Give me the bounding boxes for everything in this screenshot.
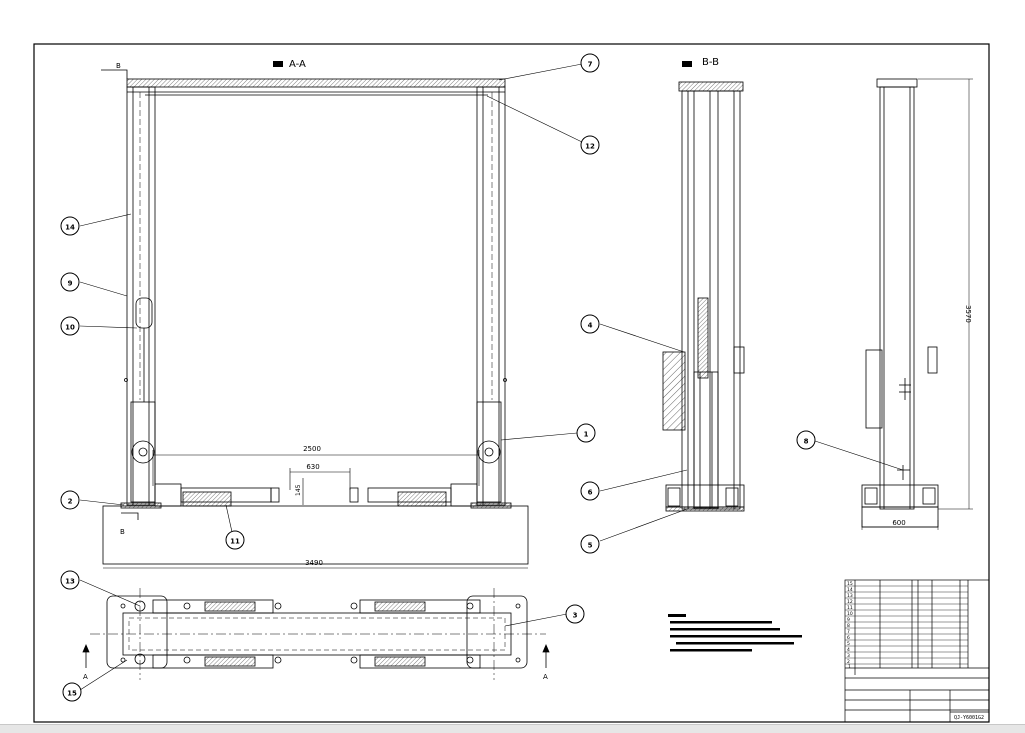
svg-text:11: 11: [847, 605, 853, 611]
svg-text:13: 13: [65, 578, 75, 586]
svg-text:4: 4: [847, 647, 850, 653]
svg-text:2: 2: [68, 498, 73, 506]
svg-text:15: 15: [67, 690, 77, 698]
balloon-6: 6: [580, 481, 600, 501]
cut-label-a-right: A: [543, 673, 548, 681]
dimension-inner-width: 2500: [303, 445, 321, 453]
svg-text:9: 9: [847, 617, 850, 623]
svg-text:3: 3: [847, 653, 850, 659]
technical-notes: [668, 614, 802, 652]
balloon-5: 5: [580, 534, 600, 554]
dimension-column-height: 3570: [964, 305, 972, 323]
svg-text:12: 12: [585, 143, 595, 151]
balloon-3: 3: [565, 604, 585, 624]
drawing-number: QJ-Y6001G2: [954, 715, 984, 721]
plan-view: [82, 588, 550, 680]
svg-text:13: 13: [847, 593, 853, 599]
dimension-overall-width: 3490: [305, 559, 323, 567]
balloon-7: 7: [580, 53, 600, 73]
balloon-9: 9: [60, 272, 80, 292]
drawing-border: [33, 43, 990, 723]
svg-text:6: 6: [588, 489, 593, 497]
svg-text:1: 1: [848, 664, 851, 670]
cut-label-b-bottom: B: [120, 528, 125, 536]
side-elevation-view: [861, 78, 973, 530]
balloon-10: 10: [60, 316, 80, 336]
leader-lines: [79, 63, 904, 691]
balloon-12: 12: [580, 135, 600, 155]
cut-label-a-left: A: [83, 673, 88, 681]
section-a-title: A-A: [289, 59, 306, 70]
section-a-view: [101, 61, 529, 565]
svg-text:10: 10: [65, 324, 75, 332]
section-b-view: [662, 61, 745, 512]
svg-text:4: 4: [588, 322, 593, 330]
section-b-title: B-B: [702, 57, 719, 68]
title-block-rows: [845, 585, 968, 665]
balloon-8: 8: [796, 430, 816, 450]
title-block: [844, 579, 990, 723]
svg-text:8: 8: [804, 438, 809, 446]
svg-text:9: 9: [68, 280, 73, 288]
cut-label-b-top: B: [116, 62, 121, 70]
balloon-13: 13: [60, 570, 80, 590]
svg-text:12: 12: [847, 599, 853, 605]
balloon-1: 1: [576, 423, 596, 443]
balloon-2: 2: [60, 490, 80, 510]
svg-text:11: 11: [230, 538, 240, 546]
svg-text:5: 5: [588, 542, 593, 550]
dimension-gap: 630: [306, 463, 319, 471]
svg-text:1: 1: [584, 431, 589, 439]
balloon-11: 11: [225, 530, 245, 550]
svg-text:8: 8: [847, 623, 850, 629]
balloon-15: 15: [62, 682, 82, 702]
svg-text:14: 14: [65, 224, 75, 232]
section-a-dimensions: [103, 450, 528, 569]
dimension-base-depth: 600: [892, 519, 905, 527]
title-block-row-numbers: 15 14 13 12 11 10 9 8 7 6 5 4 3 2 1: [847, 581, 853, 670]
svg-text:6: 6: [847, 635, 850, 641]
dimension-pad-height: 145: [295, 484, 302, 496]
svg-text:10: 10: [847, 611, 853, 617]
svg-text:14: 14: [847, 587, 853, 593]
svg-text:7: 7: [847, 629, 850, 635]
svg-text:3: 3: [573, 612, 578, 620]
balloon-4: 4: [580, 314, 600, 334]
svg-text:2: 2: [847, 659, 850, 665]
status-bar: [0, 724, 1025, 733]
svg-text:5: 5: [847, 641, 850, 647]
balloon-14: 14: [60, 216, 80, 236]
svg-text:15: 15: [847, 581, 853, 587]
svg-text:7: 7: [588, 61, 593, 69]
